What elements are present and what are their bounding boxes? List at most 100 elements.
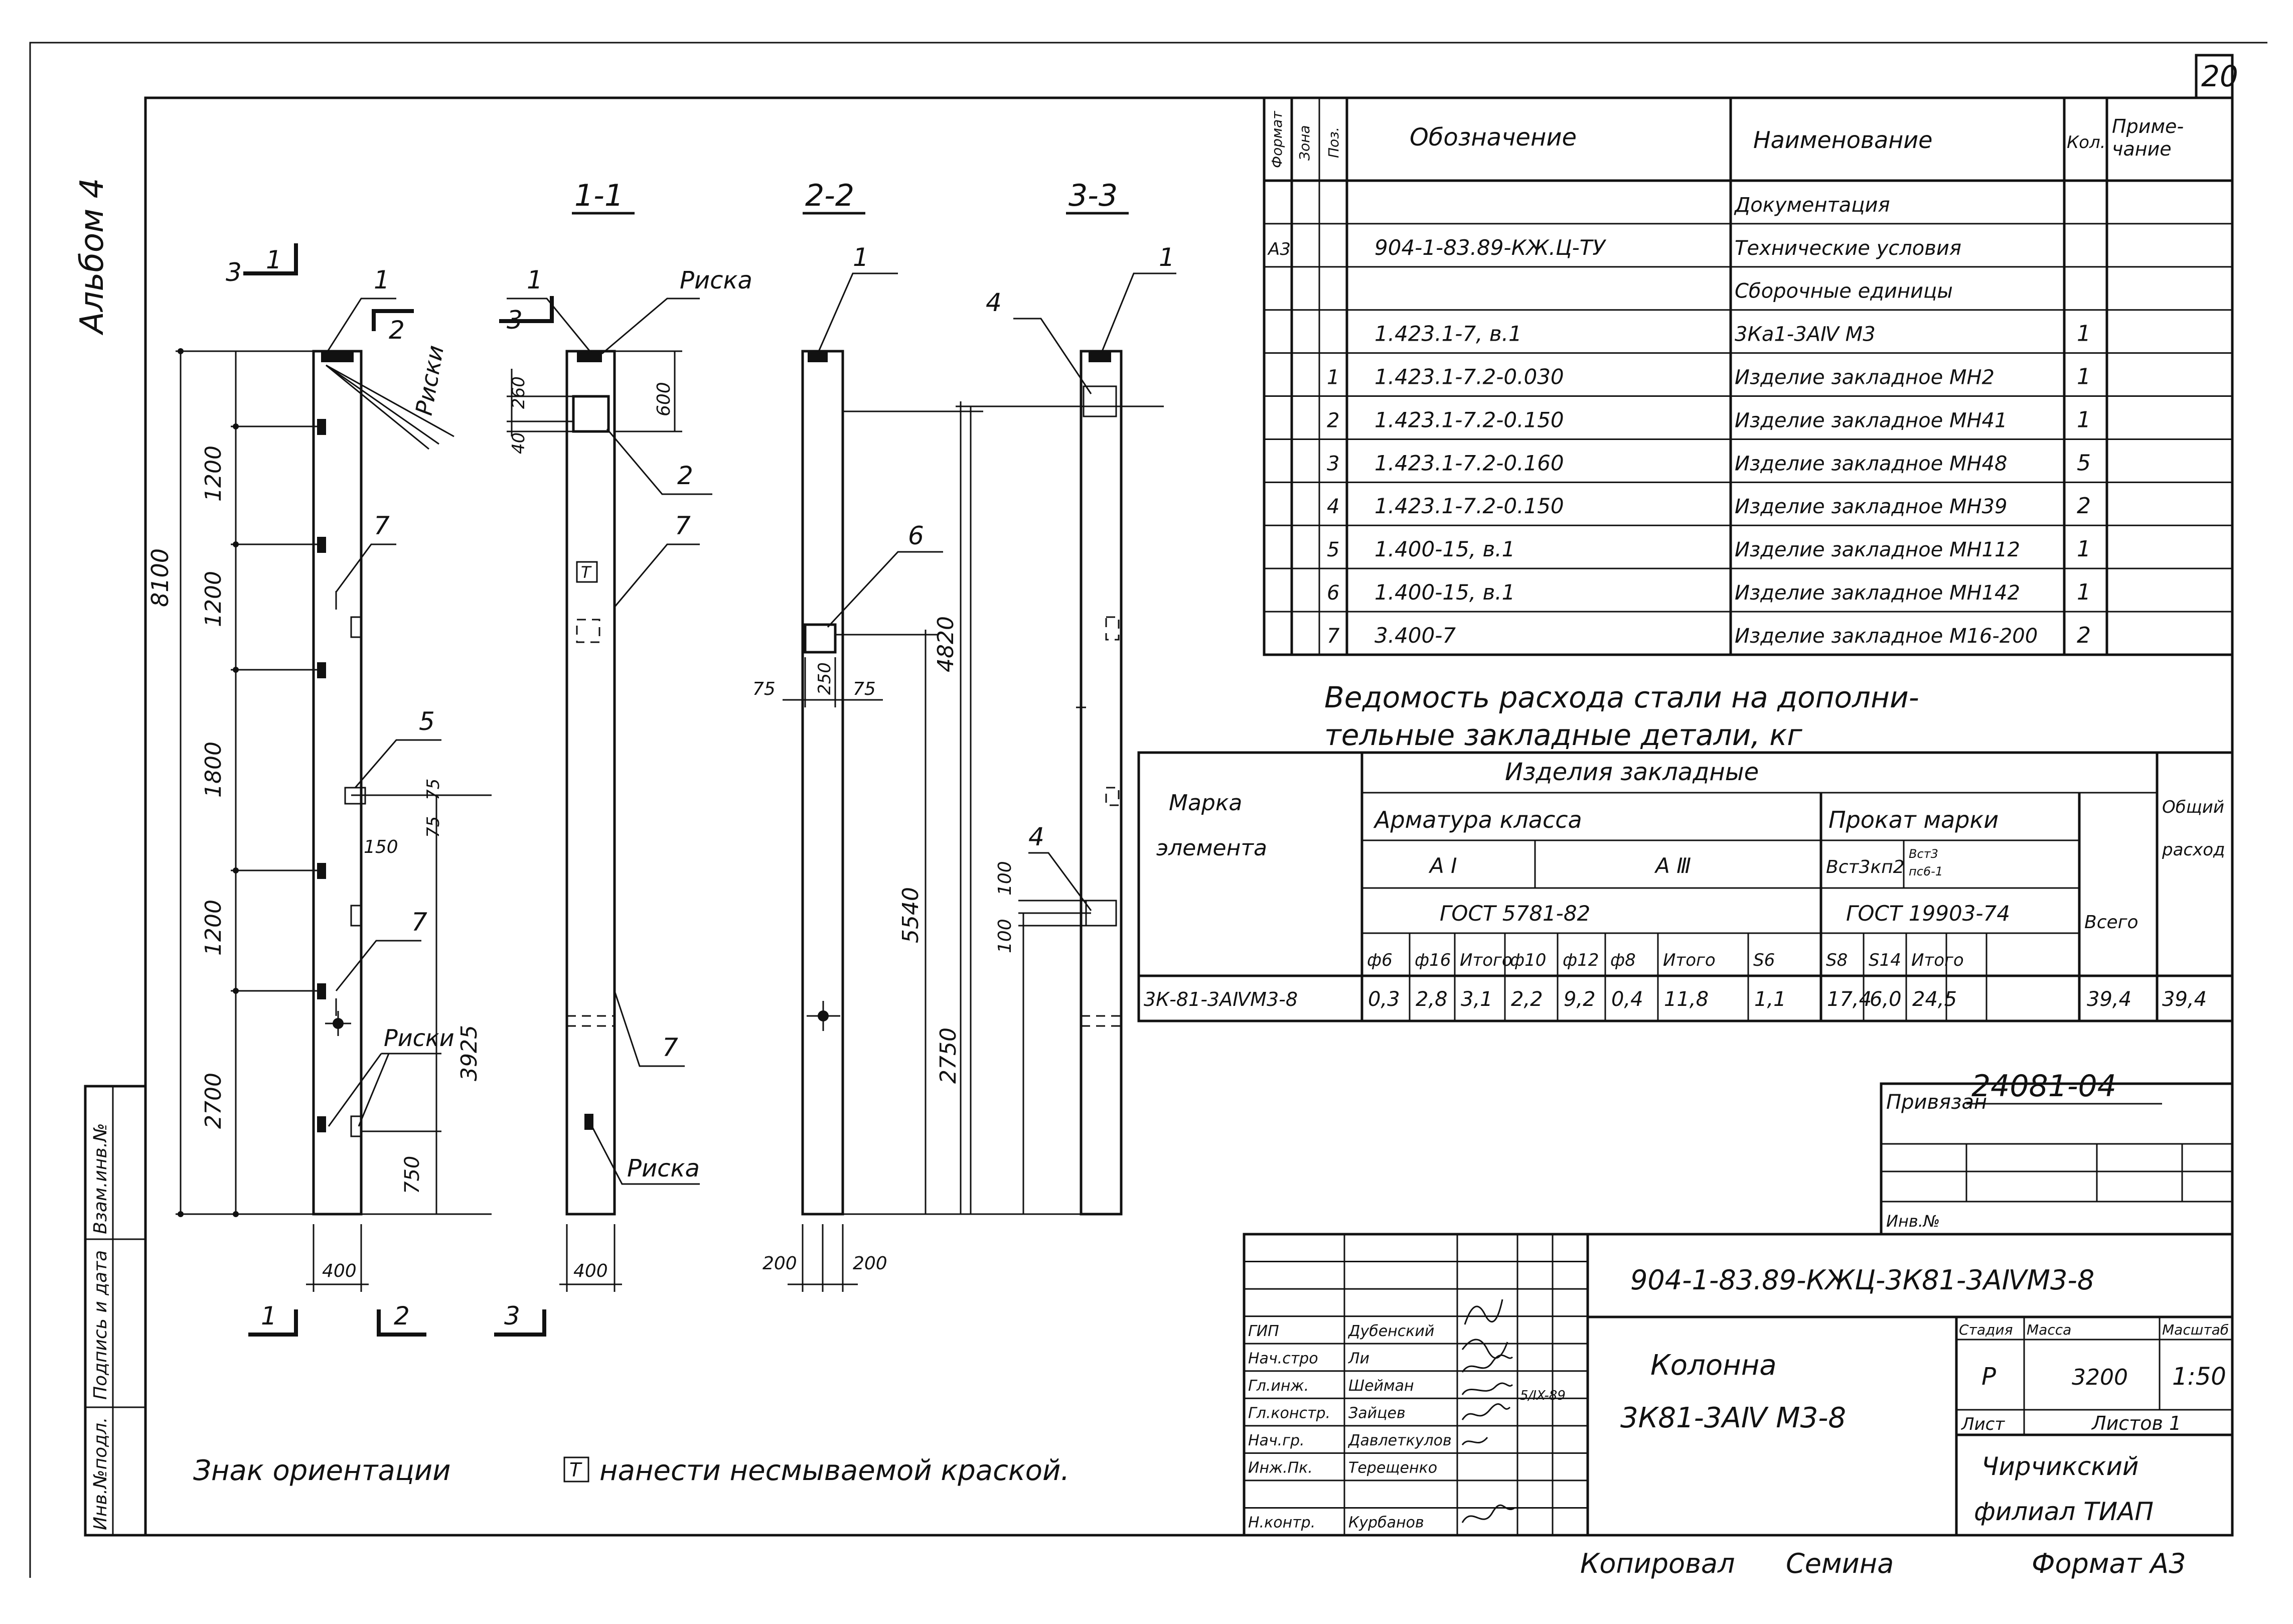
spec-row-designation: 1.423.1-7.2-0.150 xyxy=(1374,494,1564,518)
tb-role: Нач.гр. xyxy=(1248,1432,1305,1449)
steel-row-value: 0,3 xyxy=(1368,988,1400,1011)
steel-row-value: 9,2 xyxy=(1564,988,1596,1011)
spec-h-name: Наименование xyxy=(1753,126,1932,154)
steel-row-value: 24,5 xyxy=(1912,988,1957,1011)
section-1-1: 1-1 Т 1 3 Риска 2 7 7 Риска 600 260 xyxy=(499,178,752,1292)
riska-s1-top: Риска xyxy=(680,266,752,294)
dim-2750: 2750 xyxy=(936,1027,961,1084)
tb-role: Нач.стро xyxy=(1248,1350,1318,1367)
steel-a1: А I xyxy=(1428,853,1457,878)
steel-row-value: 1,1 xyxy=(1754,988,1786,1011)
cut-2-top: 2 xyxy=(389,316,405,345)
tb-person: Терещенко xyxy=(1348,1459,1437,1477)
spec-row-qty: 2 xyxy=(2077,623,2091,648)
stadia-value: Р xyxy=(1981,1363,1996,1391)
section-2-2: 2-2 1 6 75 250 75 4820 5540 200 200 xyxy=(752,178,983,1292)
dim-75-left: 75 xyxy=(752,679,776,699)
tb-role: ГИП xyxy=(1248,1322,1279,1340)
dim-100-a: 100 xyxy=(995,861,1015,896)
dim-4820: 4820 xyxy=(933,616,959,672)
steel-armatura: Арматура класса xyxy=(1373,806,1582,833)
steel-col-head: ф10 xyxy=(1510,950,1546,970)
signatures xyxy=(1461,1299,1515,1523)
tb-person: Ли xyxy=(1348,1350,1369,1367)
spec-row-pos: 3 xyxy=(1327,452,1339,475)
steel-title-line1: Ведомость расхода стали на дополни- xyxy=(1324,680,1919,714)
callout-1-s2: 1 xyxy=(853,243,869,272)
cut-3-top-a: 3 xyxy=(226,258,242,287)
callout-1-s1: 1 xyxy=(527,265,543,294)
left-binding-strip: Взам.инв.№ Подпись и дата Инв.№подл. xyxy=(84,1085,145,1537)
spec-row-name: Технические условия xyxy=(1735,237,1961,260)
spec-row-pos: 1 xyxy=(1327,366,1339,389)
dim-1200-b: 1200 xyxy=(201,571,226,627)
spec-row-name: Изделие закладное МН48 xyxy=(1735,452,2007,475)
dim-260: 260 xyxy=(509,376,529,409)
dim-75-right: 75 xyxy=(853,679,876,699)
spec-row-pos: 4 xyxy=(1327,495,1339,518)
dim-75-a: 75 xyxy=(423,779,443,800)
strip-vzam: Взам.инв.№ xyxy=(90,1123,111,1234)
callout-6: 6 xyxy=(908,521,924,550)
spec-h-designation: Обозначение xyxy=(1410,123,1577,152)
cut-1-bottom: 1 xyxy=(261,1301,277,1331)
steel-general-2: расход xyxy=(2162,840,2225,860)
spec-h-note-2: чание xyxy=(2112,138,2172,160)
spec-row-designation: 1.400-15, в.1 xyxy=(1374,537,1515,561)
orient-note-right: нанести несмываемой краской. xyxy=(599,1454,1069,1487)
steel-col-head: ф16 xyxy=(1415,950,1451,970)
steel-vst2-2: пс6-1 xyxy=(1909,864,1943,878)
sheet-format: Формат А3 xyxy=(2032,1548,2186,1579)
orient-note-mark: Т xyxy=(569,1459,582,1481)
steel-col-head: S8 xyxy=(1826,950,1848,970)
cut-1-top: 1 xyxy=(266,245,282,274)
steel-vst: Вст3кп2 xyxy=(1826,857,1905,877)
orient-sign-s1: Т xyxy=(581,563,592,582)
tb-role: Гл.констр. xyxy=(1248,1405,1330,1422)
copied-by-label: Копировал xyxy=(1580,1548,1735,1579)
riska-s1-bottom: Риска xyxy=(627,1154,700,1183)
steel-row-value: 2,2 xyxy=(1511,988,1543,1011)
album-label: Альбом 4 xyxy=(74,178,111,336)
spec-h-format: Формат xyxy=(1269,111,1285,168)
steel-a3: А Ⅲ xyxy=(1654,853,1691,878)
strip-inv-podl: Инв.№подл. xyxy=(90,1417,111,1530)
steel-prokat: Прокат марки xyxy=(1828,806,1999,833)
spec-row-qty: 1 xyxy=(2077,579,2091,605)
spec-row-pos: 2 xyxy=(1327,409,1339,432)
dim-150: 150 xyxy=(364,837,398,857)
orient-note-left: Знак ориентации xyxy=(193,1454,451,1487)
dim-75-b: 75 xyxy=(423,816,443,838)
tb-person: Зайцев xyxy=(1348,1405,1406,1422)
spec-row-qty: 1 xyxy=(2077,364,2091,389)
cut-2-bottom: 2 xyxy=(394,1301,410,1331)
spec-row-designation: 1.423.1-7.2-0.160 xyxy=(1374,451,1564,475)
tb-person: Курбанов xyxy=(1348,1514,1424,1532)
column-elevation-main: Риски 1 3 1 2 7 5 7 Риски xyxy=(146,243,546,1337)
spec-row-name: Изделие закладное МН142 xyxy=(1735,581,2020,605)
steel-col-head: Итого xyxy=(1663,950,1716,970)
steel-col-head: S14 xyxy=(1869,950,1901,970)
steel-gost1: ГОСТ 5781-82 xyxy=(1440,901,1590,926)
spec-row-name: Изделие закладное МН2 xyxy=(1735,366,1995,389)
steel-row-value: 39,4 xyxy=(2162,988,2207,1011)
callout-4-upper: 4 xyxy=(986,288,1002,317)
dim-750: 750 xyxy=(401,1156,424,1194)
item-name-line2: 3К81-3АⅣ М3-8 xyxy=(1620,1402,1846,1434)
spec-row-pos: 5 xyxy=(1327,538,1339,561)
item-name-line1: Колонна xyxy=(1650,1349,1777,1382)
spec-row-format: А3 xyxy=(1267,239,1291,259)
steel-row-value: 0,4 xyxy=(1611,988,1643,1011)
dim-3925: 3925 xyxy=(456,1025,482,1081)
spec-row-pos: 7 xyxy=(1327,625,1340,648)
date-mark: 5/IX-89 xyxy=(1520,1388,1566,1403)
spec-row-name: Изделие закладное МН41 xyxy=(1735,409,2007,432)
callout-4-lower: 4 xyxy=(1028,822,1044,851)
spec-h-qty: Кол. xyxy=(2067,132,2105,153)
spec-row-qty: 2 xyxy=(2077,493,2091,519)
dim-400-main: 400 xyxy=(322,1261,357,1281)
spec-row-designation: 1.423.1-7.2-0.030 xyxy=(1374,364,1564,389)
spec-row-name: Изделие закладное М16-200 xyxy=(1735,625,2038,648)
